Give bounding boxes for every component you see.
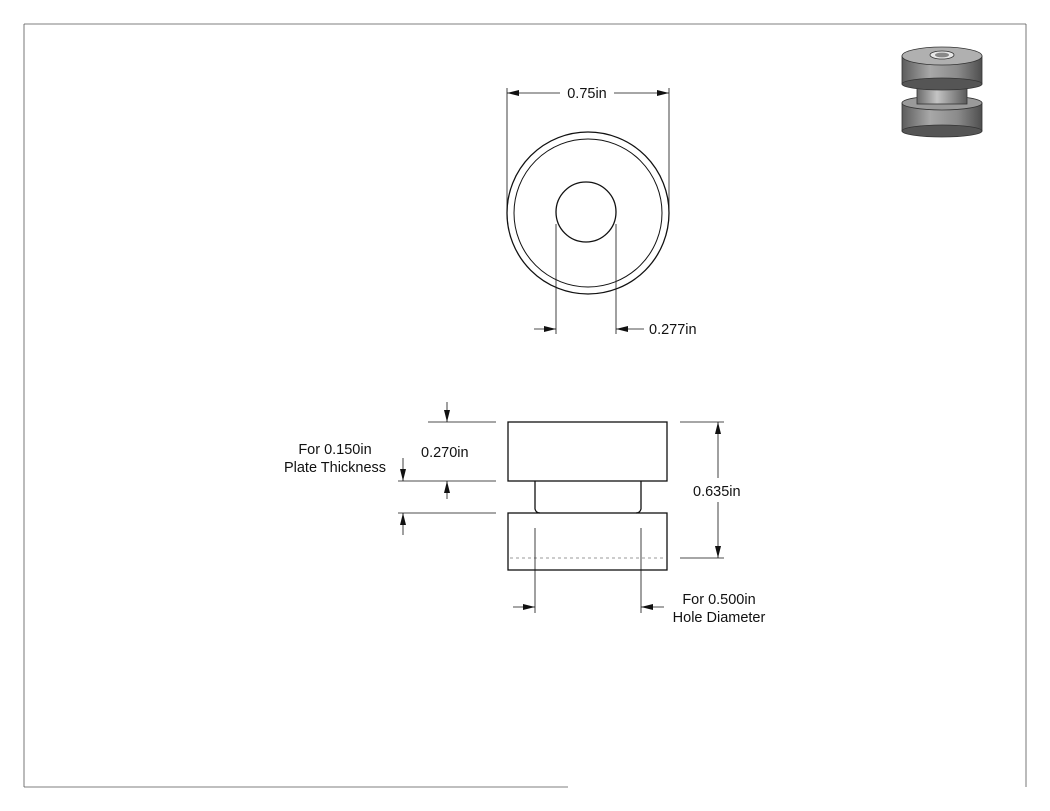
plate-note-line1: For 0.150in — [298, 442, 371, 458]
plate-note-line2: Plate Thickness — [284, 460, 386, 476]
inner-hole-label: 0.277in — [649, 322, 697, 338]
groove-neck — [534, 481, 642, 514]
groove-width-label: 0.270in — [421, 445, 469, 461]
outer-circle — [506, 131, 670, 295]
overall-height-label: 0.635in — [693, 484, 741, 500]
outer-chamfer-circle — [513, 138, 663, 288]
plate-thickness-dimension: For 0.150in Plate Thickness — [284, 442, 496, 535]
outer-diameter-dimension: 0.75in — [506, 86, 670, 211]
inner-hole-circle — [555, 181, 617, 243]
sheet-border — [23, 23, 1027, 788]
isometric-part-preview-icon — [901, 46, 983, 138]
bottom-collar — [507, 512, 668, 571]
top-collar — [507, 421, 668, 482]
hole-note-line2: Hole Diameter — [673, 610, 766, 626]
inner-hole-dimension: 0.277in — [534, 224, 697, 338]
top-view: 0.75in 0.277in — [506, 86, 697, 338]
outer-diameter-label: 0.75in — [567, 86, 607, 102]
hole-note-line1: For 0.500in — [682, 592, 755, 608]
overall-height-dimension: 0.635in — [680, 421, 741, 559]
side-view: 0.635in 0.270in For 0.150in Plate Thickn… — [284, 402, 766, 626]
hole-diameter-dimension: For 0.500in Hole Diameter — [513, 528, 766, 626]
groove-width-dimension: 0.270in — [398, 402, 496, 499]
